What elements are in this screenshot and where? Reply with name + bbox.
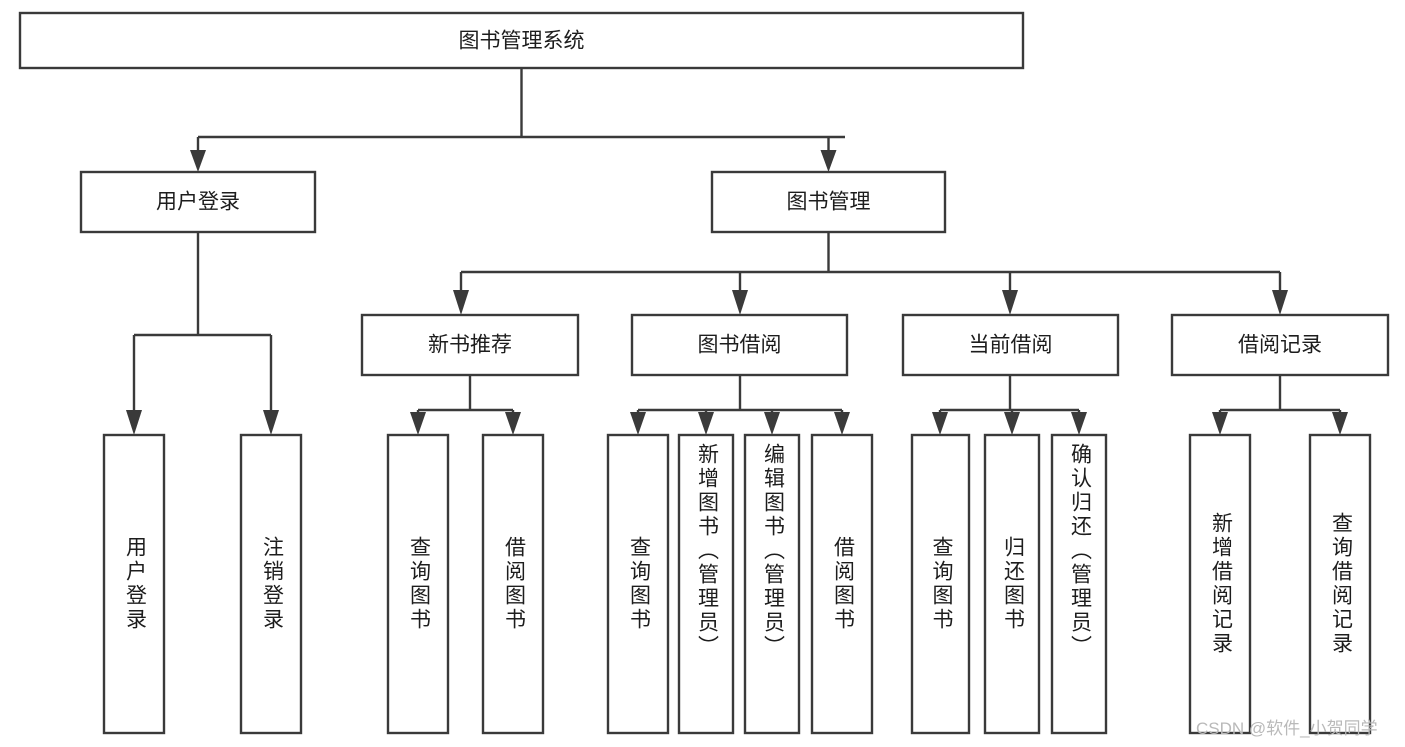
node-box-group: 图书管理系统 用户登录 图书管理 新书推荐 图书借阅 当前借阅 借阅记录 xyxy=(18,11,1390,735)
node-box-leaf-borrow-books-2[interactable] xyxy=(810,433,874,735)
node-box-book-management[interactable] xyxy=(710,170,947,234)
arrow-current-leaf-1 xyxy=(932,412,948,435)
node-label-book-borrow: 图书借阅 xyxy=(698,334,782,357)
arrow-book-mgmt-to-current xyxy=(1002,290,1018,315)
node-box-leaf-borrow-books-1[interactable] xyxy=(481,433,545,735)
arrow-records-leaf-2 xyxy=(1332,412,1348,435)
node-box-borrow-records[interactable] xyxy=(1170,313,1390,377)
node-label-book-management: 图书管理 xyxy=(787,191,871,214)
arrow-current-leaf-2 xyxy=(1004,412,1020,435)
node-box-leaf-confirm-return-admin[interactable] xyxy=(1050,433,1108,735)
node-box-leaf-query-books-1[interactable] xyxy=(386,433,450,735)
arrow-borrow-leaf-2 xyxy=(698,412,714,435)
node-box-leaf-user-login[interactable] xyxy=(102,433,166,735)
node-box-leaf-query-books-2[interactable] xyxy=(606,433,670,735)
node-box-current-borrow[interactable] xyxy=(901,313,1120,377)
node-box-leaf-edit-book-admin[interactable] xyxy=(743,433,801,735)
node-box-leaf-add-borrow-record[interactable] xyxy=(1188,433,1252,735)
arrow-borrow-leaf-3 xyxy=(764,412,780,435)
arrow-borrow-leaf-1 xyxy=(630,412,646,435)
node-label-new-book-recommend: 新书推荐 xyxy=(428,334,512,357)
node-label-current-borrow: 当前借阅 xyxy=(969,334,1053,357)
node-label-user-login: 用户登录 xyxy=(156,191,240,214)
arrow-new-books-leaf-1 xyxy=(410,412,426,435)
node-label-root: 图书管理系统 xyxy=(459,30,585,53)
node-label-borrow-records: 借阅记录 xyxy=(1238,334,1322,357)
connector-group xyxy=(126,68,1348,435)
node-box-leaf-return-books[interactable] xyxy=(983,433,1041,735)
arrow-new-books-leaf-2 xyxy=(505,412,521,435)
node-box-book-borrow[interactable] xyxy=(630,313,849,377)
arrow-book-mgmt-to-borrow xyxy=(732,290,748,315)
node-box-user-login[interactable] xyxy=(79,170,317,234)
node-box-leaf-query-books-3[interactable] xyxy=(910,433,971,735)
node-box-leaf-add-book-admin[interactable] xyxy=(677,433,735,735)
arrow-root-to-book-mgmt xyxy=(820,150,837,172)
node-box-leaf-logout[interactable] xyxy=(239,433,303,735)
node-box-leaf-query-borrow-record[interactable] xyxy=(1308,433,1372,735)
arrow-book-mgmt-to-records xyxy=(1272,290,1288,315)
arrow-user-login-leaf-1 xyxy=(126,410,142,435)
node-box-new-book-recommend[interactable] xyxy=(360,313,580,377)
arrow-records-leaf-1 xyxy=(1212,412,1228,435)
arrow-book-mgmt-to-new-books xyxy=(453,290,469,315)
arrow-user-login-leaf-2 xyxy=(263,410,279,435)
arrow-root-to-user-login xyxy=(190,150,206,172)
arrow-current-leaf-3 xyxy=(1071,412,1087,435)
arrow-borrow-leaf-4 xyxy=(834,412,850,435)
node-box-root[interactable] xyxy=(18,11,1025,70)
